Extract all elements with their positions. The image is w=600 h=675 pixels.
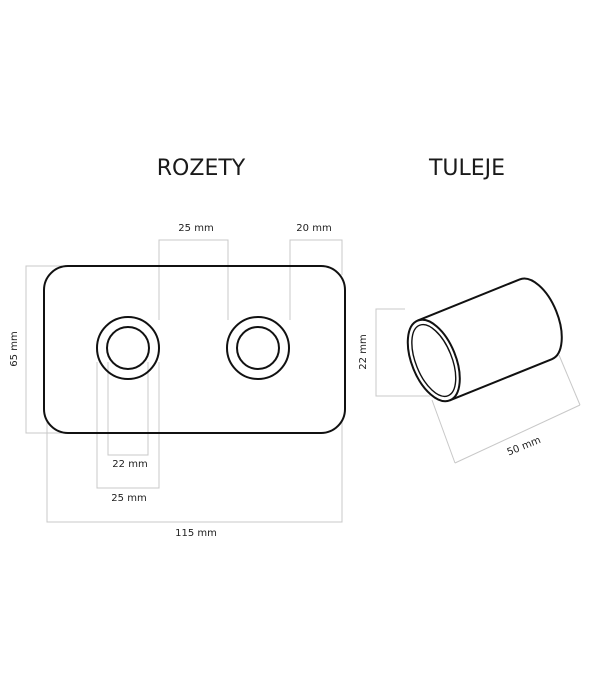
inner-ring — [106, 326, 150, 370]
outer-ring — [226, 316, 290, 380]
height-label: 65 mm — [9, 331, 20, 366]
tube-length-label: 50 mm — [506, 435, 543, 458]
width-dimension — [46, 420, 343, 523]
outer-ring — [96, 316, 160, 380]
edge-offset-dimension — [289, 239, 343, 320]
outer-diameter-label: 25 mm — [111, 493, 146, 504]
tube-side-outline — [417, 277, 563, 402]
rozety-dimension-lines — [25, 239, 343, 523]
inner-diameter-dimension — [107, 362, 149, 456]
tube-diameter-label: 22 mm — [358, 334, 369, 369]
inner-diameter-label: 22 mm — [112, 459, 147, 470]
tube-diameter-dimension — [375, 308, 430, 397]
hole-spacing-label: 25 mm — [178, 223, 213, 234]
width-label: 115 mm — [175, 528, 217, 539]
rozety-title: ROZETY — [157, 156, 246, 181]
outer-diameter-dimension — [96, 362, 160, 489]
hole-spacing-dimension — [158, 239, 229, 320]
rozety-drawing: 25 mm 20 mm 65 mm 22 mm 25 mm 115 mm — [9, 223, 346, 539]
rosette-hole-left — [96, 316, 160, 380]
tube-end-inner — [411, 323, 457, 398]
tube-length-dimension — [454, 404, 581, 464]
inner-ring — [236, 326, 280, 370]
tube-length-extension-right — [558, 354, 581, 406]
rosette-plate — [43, 265, 346, 434]
tube-length-extension-left — [431, 399, 456, 464]
edge-offset-label: 20 mm — [296, 223, 331, 234]
tube-body — [406, 277, 563, 403]
tuleje-title: TULEJE — [428, 156, 505, 181]
rosette-hole-right — [226, 316, 290, 380]
tuleje-drawing: 22 mm 50 mm — [358, 277, 581, 464]
tube-end-outer — [406, 318, 461, 403]
height-dimension — [25, 265, 62, 434]
tuleje-dimension-lines — [375, 308, 581, 464]
